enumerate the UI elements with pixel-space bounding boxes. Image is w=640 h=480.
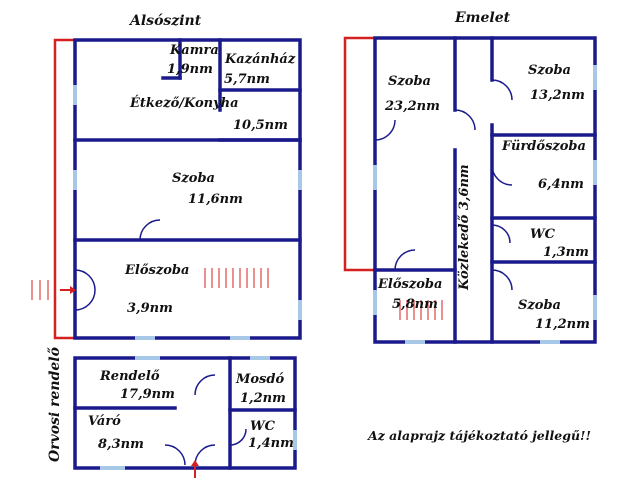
room-name-furdoszoba: Fürdőszoba bbox=[502, 139, 586, 154]
ground-floor-doors bbox=[74, 219, 161, 311]
room-name-rendelo: Rendelő bbox=[100, 369, 160, 384]
room-name-szoba-large: Szoba bbox=[388, 74, 431, 89]
room-area-kozlekedo: 3,6nm bbox=[457, 164, 472, 211]
room-name-szoba-top-right: Szoba bbox=[528, 63, 571, 78]
room-area-rendelo: 17,9nm bbox=[120, 387, 175, 402]
room-area-szoba-large: 23,2nm bbox=[385, 99, 440, 114]
room-name-eloszoba-upper: Előszoba bbox=[378, 277, 443, 292]
room-area-szoba-top-right: 13,2nm bbox=[530, 88, 585, 103]
room-name-etkezo-konyha: Étkező/Konyha bbox=[130, 96, 239, 111]
room-name-wc-office: WC bbox=[250, 419, 275, 434]
upper-floor-windows bbox=[373, 65, 597, 344]
room-area-varo: 8,3nm bbox=[98, 437, 144, 452]
ground-floor-walls bbox=[73, 38, 302, 340]
room-area-szoba-bottom-right: 11,2nm bbox=[535, 317, 590, 332]
office-walls bbox=[73, 356, 297, 470]
ground-floor-stairs bbox=[31, 268, 269, 300]
room-label-kozlekedo: Közlekedő 3,6nm bbox=[457, 164, 472, 290]
room-area-furdoszoba: 6,4nm bbox=[538, 177, 584, 192]
room-area-kamra: 1,9nm bbox=[167, 62, 213, 77]
upper-floor-walls bbox=[373, 36, 597, 344]
room-name-eloszoba-ground: Előszoba bbox=[125, 263, 190, 278]
room-area-eloszoba-upper: 5,8nm bbox=[392, 297, 438, 312]
upper-floor-doors bbox=[374, 79, 513, 291]
room-name-kamra: Kamra bbox=[170, 43, 219, 58]
room-area-mosdo: 1,2nm bbox=[240, 391, 286, 406]
room-area-eloszoba-ground: 3,9nm bbox=[127, 301, 173, 316]
room-name-szoba-bottom-right: Szoba bbox=[518, 298, 561, 313]
room-name-mosdo: Mosdó bbox=[236, 372, 285, 387]
room-name-kozlekedo: Közlekedő bbox=[457, 214, 472, 290]
room-area-wc-upper: 1,3nm bbox=[543, 245, 589, 260]
room-name-szoba-ground: Szoba bbox=[172, 171, 215, 186]
room-area-wc-office: 1,4nm bbox=[248, 436, 294, 451]
room-name-kazanhaz: Kazánház bbox=[225, 52, 296, 67]
room-area-szoba-ground: 11,6nm bbox=[188, 192, 243, 207]
room-name-varo: Váró bbox=[88, 414, 121, 429]
upper-floor-title: Emelet bbox=[455, 10, 511, 26]
room-name-wc-upper: WC bbox=[530, 227, 555, 242]
disclaimer-note: Az alaprajz tájékoztató jellegű!! bbox=[368, 428, 592, 443]
ground-floor-title: Alsószint bbox=[130, 13, 202, 29]
office-windows bbox=[100, 356, 297, 470]
ground-floor-windows bbox=[73, 85, 302, 340]
room-area-kazanhaz: 5,7nm bbox=[224, 72, 270, 87]
upper-floor-stairs bbox=[399, 300, 443, 320]
office-section-title: Orvosi rendelő bbox=[47, 347, 63, 462]
entrance-arrow-icon bbox=[60, 286, 76, 294]
office-doors bbox=[164, 374, 247, 466]
room-area-etkezo-konyha: 10,5nm bbox=[233, 118, 288, 133]
office-entrance-arrow-icon bbox=[191, 460, 199, 478]
